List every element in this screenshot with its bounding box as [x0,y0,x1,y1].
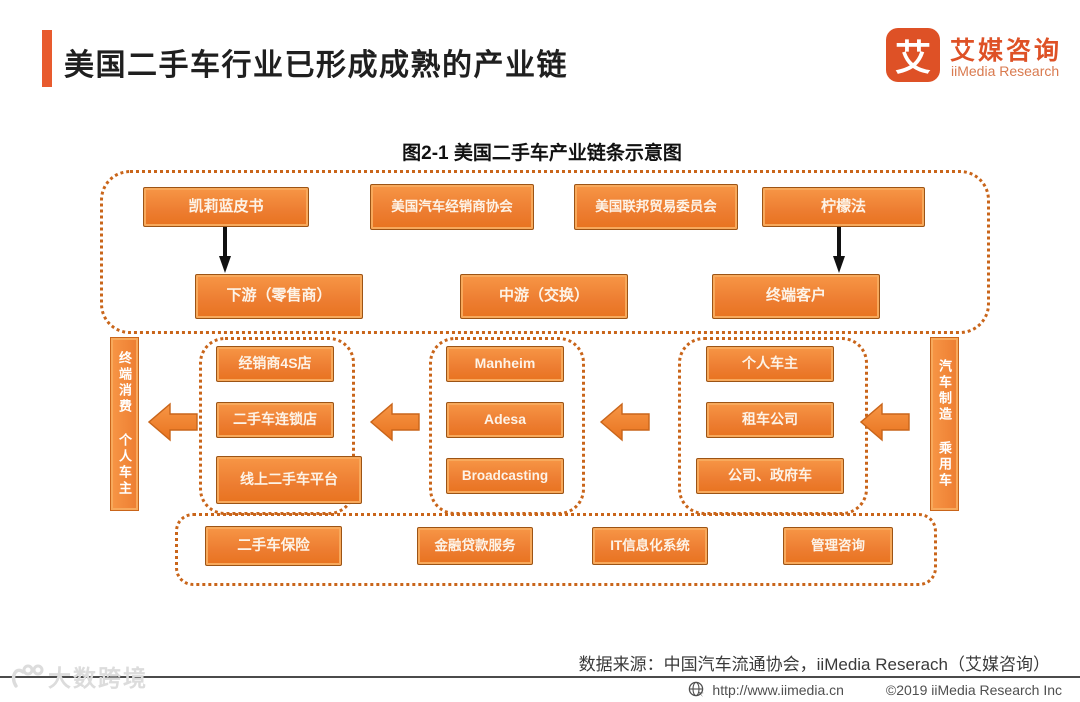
node-finance-loan-services: 金融贷款服务 [417,527,533,565]
node-federal-trade-commission: 美国联邦贸易委员会 [574,184,738,230]
right-bar-line1: 汽车制造 [937,359,952,423]
node-downstream-retailers: 下游（零售商） [195,274,363,319]
flow-arrow-left-icon [860,402,910,442]
node-lemon-law: 柠檬法 [762,187,925,227]
flow-arrow-left-icon [599,402,650,442]
node-auto-dealers-association: 美国汽车经销商协会 [370,184,534,230]
flow-arrow-left-icon [369,402,420,442]
support-services-container [175,513,937,586]
watermark-logo-icon [11,664,44,688]
title-accent-bar [42,30,52,87]
left-bar-end-consumption: 终端消费 个人车主 [110,337,139,511]
footer-info: http://www.iimedia.cn ©2019 iiMedia Rese… [688,681,1062,698]
node-manheim: Manheim [446,346,564,382]
iimedia-logo-icon: 艾 [886,28,940,82]
footer-copyright: ©2019 iiMedia Research Inc [885,681,1062,698]
right-bar-line2: 乘用车 [937,441,952,489]
node-4s-dealer: 经销商4S店 [216,346,334,382]
right-bar-auto-manufacturing: 汽车制造 乘用车 [930,337,959,511]
down-arrow-icon [219,227,231,273]
logo-glyph: 艾 [894,37,931,78]
footer-divider [0,676,1080,678]
down-arrow-icon [833,227,845,273]
node-it-systems: IT信息化系统 [592,527,708,565]
node-kelley-blue-book: 凯莉蓝皮书 [143,187,309,227]
node-private-owners: 个人车主 [706,346,834,382]
watermark-text: 大数跨境 [48,665,148,691]
node-management-consulting: 管理咨询 [783,527,893,565]
top-chain-container [100,170,990,334]
node-rental-companies: 租车公司 [706,402,834,438]
watermark: 大数跨境 [8,659,148,693]
node-online-platform: 线上二手车平台 [216,456,362,504]
node-end-customers: 终端客户 [712,274,880,319]
node-adesa: Adesa [446,402,564,438]
node-midstream-exchange: 中游（交换） [460,274,628,319]
node-used-car-insurance: 二手车保险 [205,526,342,566]
globe-icon [689,681,705,697]
figure-title: 图2-1 美国二手车产业链条示意图 [402,143,682,164]
data-source-note: 数据来源：中国汽车流通协会，iiMedia Reserach（艾媒咨询） [578,655,1050,674]
left-bar-line1: 终端消费 [117,351,132,415]
brand-name-en: iiMedia Research [951,63,1060,79]
node-broadcasting: Broadcasting [446,458,564,494]
page-title: 美国二手车行业已形成成熟的产业链 [64,49,568,82]
left-bar-line2: 个人车主 [117,433,132,497]
flow-arrow-left-icon [148,402,198,442]
node-company-government-cars: 公司、政府车 [696,458,844,494]
brand-name-cn: 艾媒咨询 [950,37,1063,65]
node-used-car-chain: 二手车连锁店 [216,402,334,438]
footer-url: http://www.iimedia.cn [712,681,844,698]
